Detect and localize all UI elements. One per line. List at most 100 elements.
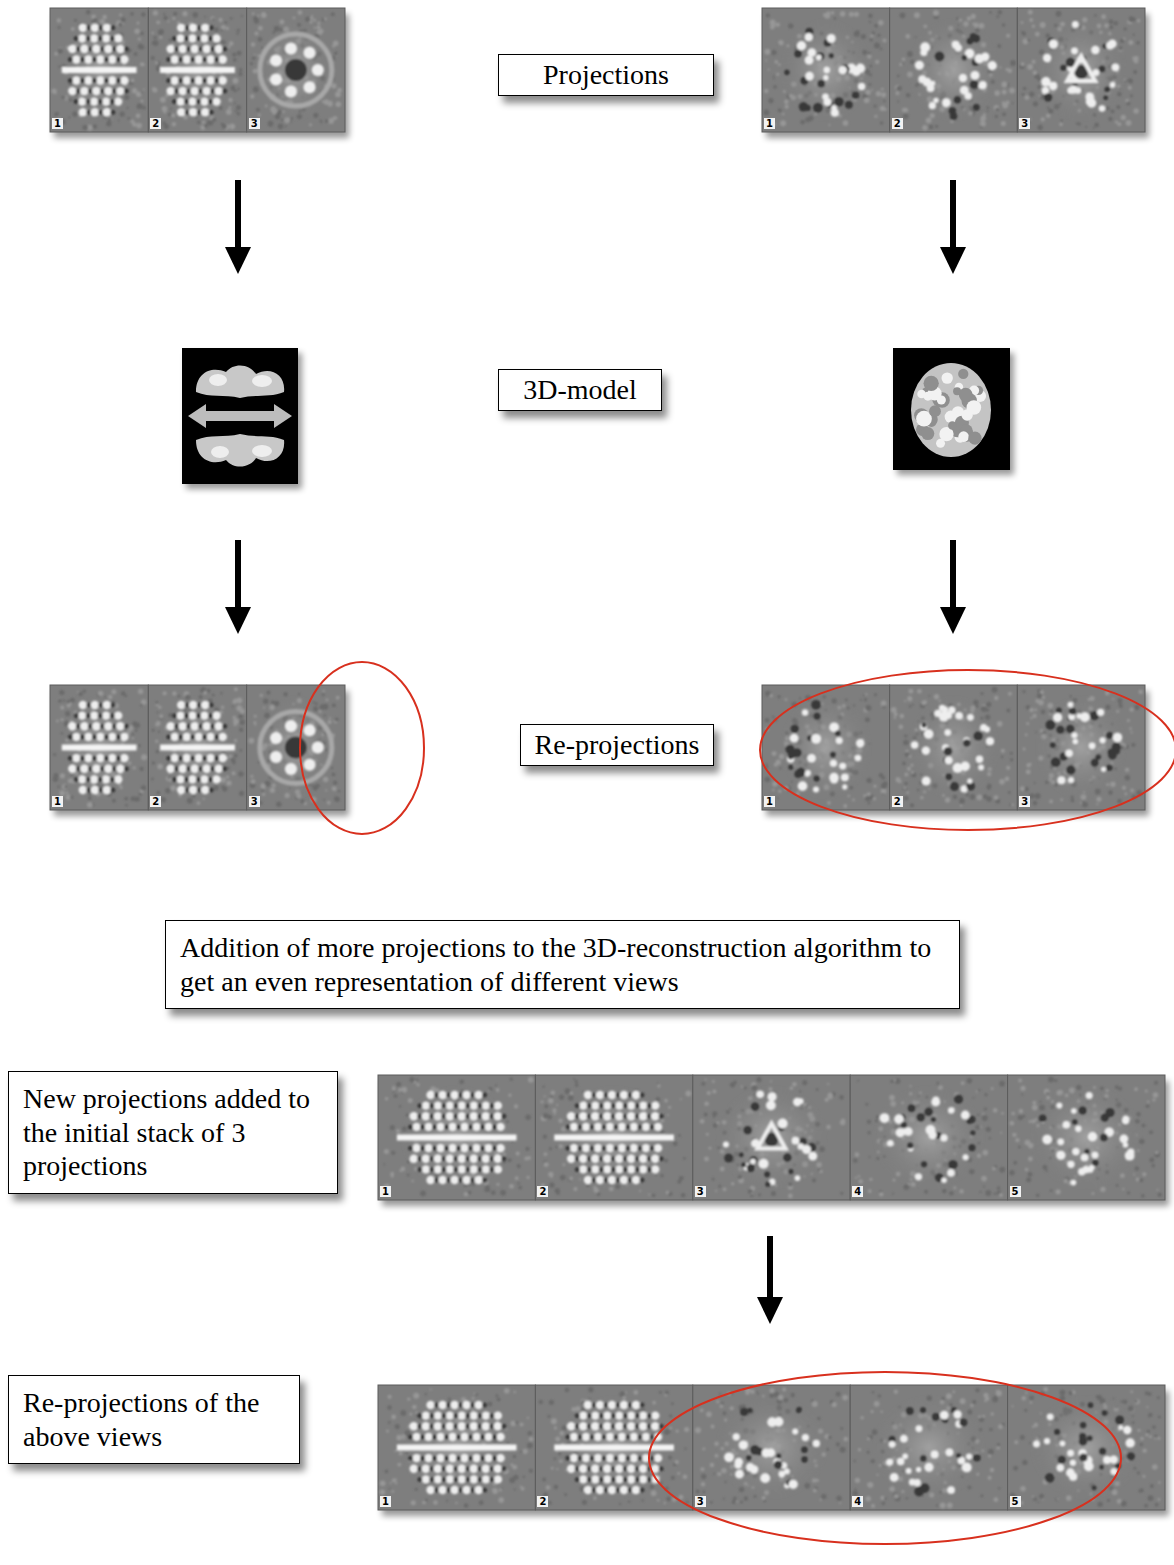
density-blob xyxy=(60,773,65,778)
density-blob xyxy=(869,21,871,23)
density-blob xyxy=(1023,87,1027,91)
density-blob xyxy=(805,105,811,111)
density-blob xyxy=(233,89,236,92)
density-blob xyxy=(206,754,214,762)
density-blob xyxy=(78,97,86,105)
density-blob xyxy=(830,752,836,758)
density-blob xyxy=(156,791,160,795)
density-blob xyxy=(332,786,337,791)
density-blob xyxy=(140,704,143,707)
density-band xyxy=(62,745,137,751)
density-blob xyxy=(138,44,144,50)
density-blob xyxy=(1126,120,1132,126)
density-blob xyxy=(134,796,139,801)
density-blob xyxy=(98,777,103,782)
density-blob xyxy=(102,34,110,42)
density-blob xyxy=(218,55,226,63)
density-blob xyxy=(228,98,232,102)
density-blob xyxy=(904,782,908,786)
density-blob xyxy=(188,775,196,783)
density-blob xyxy=(141,12,146,17)
density-blob xyxy=(1005,777,1010,782)
density-blob xyxy=(774,763,778,767)
density-blob xyxy=(71,27,75,31)
density-blob xyxy=(158,731,161,734)
density-blob xyxy=(1128,86,1132,90)
density-blob xyxy=(898,725,903,730)
density-blob xyxy=(233,718,239,724)
density-blob xyxy=(221,706,224,709)
density-blob xyxy=(80,734,85,739)
density-blob xyxy=(110,788,115,793)
density-blob xyxy=(906,791,909,794)
projection-strip xyxy=(50,685,349,816)
density-blob xyxy=(1025,95,1030,100)
density-blob xyxy=(1126,101,1130,105)
density-blob xyxy=(285,125,287,127)
density-blob xyxy=(870,34,873,37)
density-blob xyxy=(778,108,782,112)
density-blob xyxy=(210,766,215,771)
density-blob xyxy=(178,722,186,730)
density-blob xyxy=(237,29,240,32)
density-blob xyxy=(300,799,304,803)
density-blob xyxy=(778,790,781,793)
density-blob xyxy=(253,87,259,93)
density-blob xyxy=(331,767,334,770)
density-blob xyxy=(917,789,920,792)
density-blob xyxy=(190,45,198,53)
density-blob xyxy=(1108,117,1112,121)
density-blob xyxy=(1075,87,1081,93)
density-blob xyxy=(229,41,234,46)
density-blob xyxy=(304,81,316,93)
density-blob xyxy=(239,68,243,72)
density-blob xyxy=(190,734,195,739)
density-blob xyxy=(830,775,838,783)
density-blob xyxy=(1133,34,1135,36)
density-blob xyxy=(910,803,914,807)
density-blob xyxy=(177,786,185,794)
density-blob xyxy=(74,36,79,41)
density-blob xyxy=(840,11,846,17)
density-blob xyxy=(883,100,886,103)
density-blob xyxy=(338,790,341,793)
density-blob xyxy=(116,87,124,95)
density-blob xyxy=(782,113,785,116)
density-blob xyxy=(72,754,80,762)
density-blob xyxy=(124,89,129,94)
density-blob xyxy=(241,15,243,17)
density-blob xyxy=(997,44,1001,48)
density-blob xyxy=(143,88,145,90)
density-blob xyxy=(135,729,138,732)
density-blob xyxy=(981,53,989,61)
density-blob xyxy=(333,40,339,46)
density-blob xyxy=(1060,64,1067,71)
density-blob xyxy=(1104,86,1110,92)
density-blob xyxy=(327,801,331,805)
density-blob xyxy=(952,41,960,49)
density-blob xyxy=(304,724,316,736)
density-blob xyxy=(334,51,338,55)
density-blob xyxy=(68,722,76,730)
density-blob xyxy=(70,796,73,799)
density-blob xyxy=(165,788,171,794)
density-blob xyxy=(166,765,174,773)
density-blob xyxy=(970,33,977,40)
density-blob xyxy=(78,775,86,783)
density-blob xyxy=(201,24,209,32)
density-blob xyxy=(104,722,112,730)
density-blob xyxy=(178,78,183,83)
density-blob xyxy=(197,703,202,708)
density-blob xyxy=(878,20,883,25)
density-blob xyxy=(182,55,190,63)
density-blob xyxy=(285,59,307,81)
density-blob xyxy=(920,796,924,800)
density-blob xyxy=(239,719,245,725)
density-blob xyxy=(257,15,259,17)
density-blob xyxy=(896,777,901,782)
density-blob xyxy=(218,76,226,84)
density-blob xyxy=(1001,756,1004,759)
density-blob xyxy=(777,695,780,698)
density-blob xyxy=(1121,115,1126,120)
density-blob xyxy=(874,693,877,696)
